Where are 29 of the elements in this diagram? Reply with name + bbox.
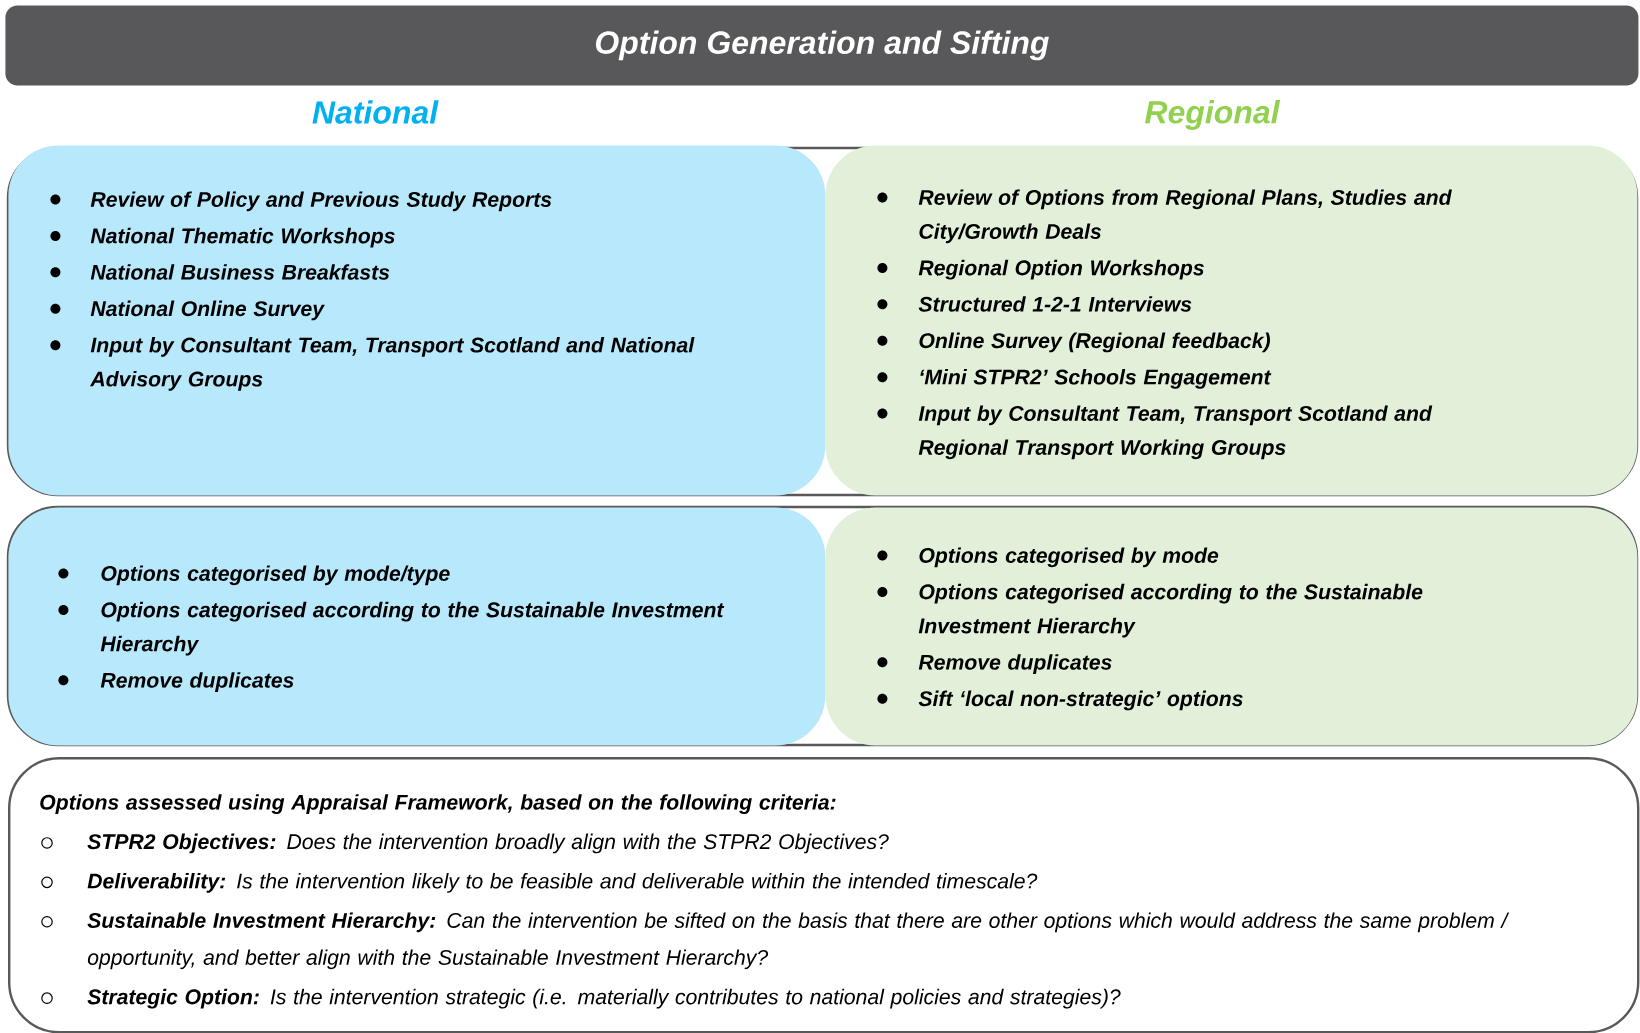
bullet-item: Review of Options from Regional Plans, Studies and City/Growth Deals [877,189,1452,244]
bullet-item: Remove duplicates [877,654,1112,674]
criteria-box [8,757,1640,1033]
bullet-list-box [825,145,1638,496]
criterion-item: Sustainable Investment Hierarchy: Can the intervention be sifted on the basis that there are other options which would address the same problem / opportunity, and better align with the Sustainable Investment Hierarchy? [41,912,1510,970]
bullet-item: Review of Policy and Previous Study Reports [50,191,552,212]
bullet-item: Sift ‘local non-strategic’ options [877,690,1243,711]
bullet-list-box [825,507,1638,746]
criteria-heading: Options assessed using Appraisal Framework, based on the following criteria: [40,794,836,814]
bullet-list-box [8,507,826,746]
criterion-item: Strategic Option: Is the intervention strategic (i.e. materially contributes to national policies and strategies)? [41,988,1121,1009]
bullet-item: Options categorised according to the Sustainable Investment Hierarchy [58,601,725,656]
bullet-item: Input by Consultant Team, Transport Scotland and Regional Transport Working Groups [877,405,1433,460]
bullet-item: Online Survey (Regional feedback) [877,332,1270,353]
bullet-item: National Thematic Workshops [50,227,395,248]
bullet-item: National Online Survey [50,300,325,321]
criterion-item: STPR2 Objectives: Does the intervention broadly align with the STPR2 Objectives? [41,833,889,854]
criterion-item: Deliverability: Is the intervention likely to be feasible and deliverable within the intended timescale? [41,873,1038,893]
title-band: Option Generation and Sifting [5,5,1639,86]
bullet-item: ‘Mini STPR2’ Schools Engagement [877,369,1272,389]
bullet-item: Input by Consultant Team, Transport Scotland and National Advisory Groups [50,337,695,391]
bullet-item: Options categorised by mode/type [58,565,450,586]
bullet-item: Remove duplicates [58,672,294,692]
bullet-item: Structured 1-2-1 Interviews [877,296,1192,312]
bullet-item: Regional Option Workshops [877,259,1204,280]
bullet-item: Options categorised according to the Sustainable Investment Hierarchy [877,583,1423,638]
bullet-item: National Business Breakfasts [50,264,390,280]
bullet-list-box [8,145,826,496]
bullet-item: Options categorised by mode [877,547,1219,568]
